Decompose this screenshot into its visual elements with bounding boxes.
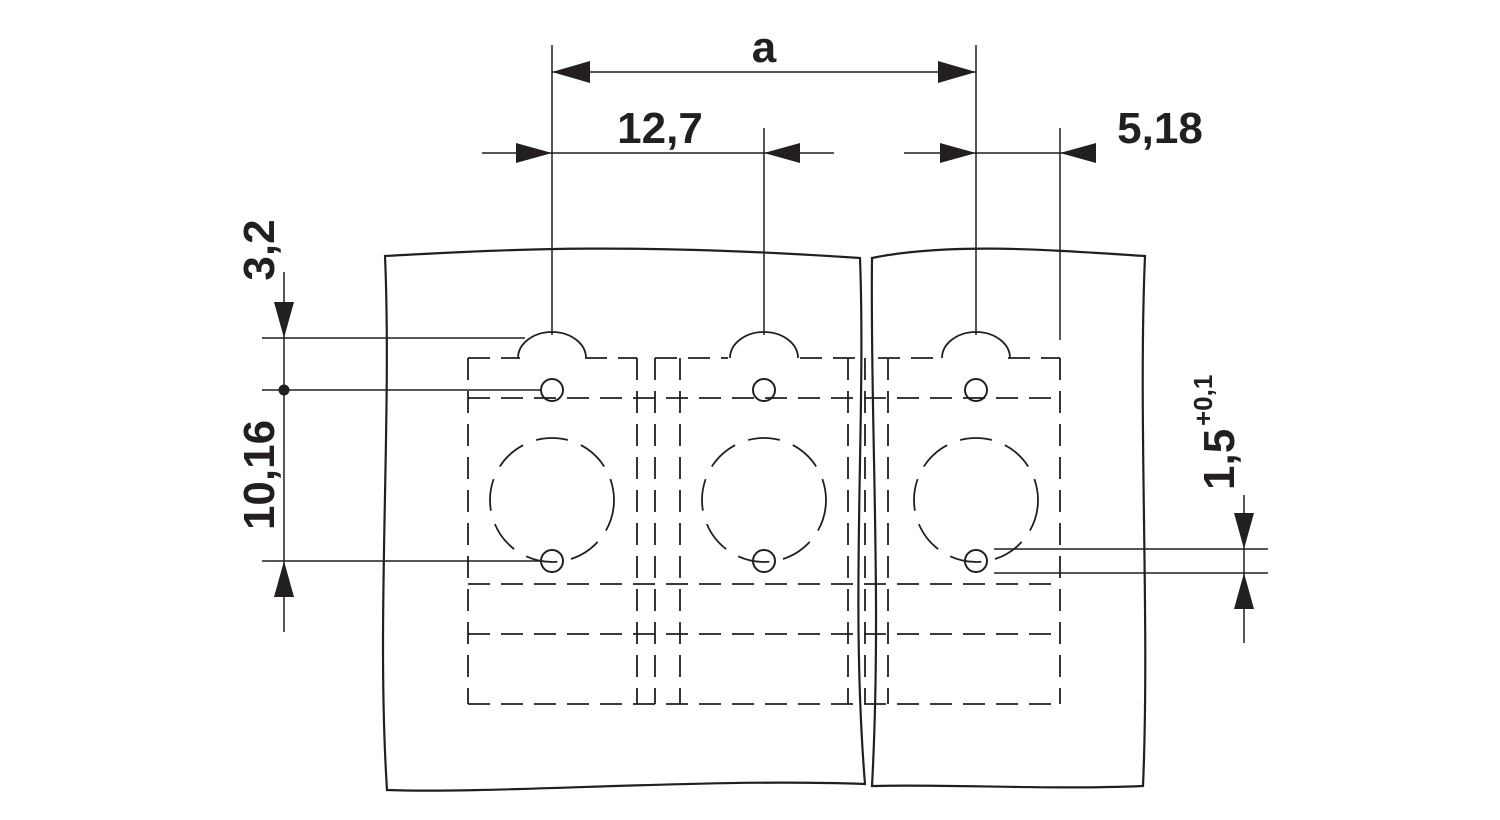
dimension-label-hole: 1,5 +0,1 xyxy=(1188,375,1244,490)
housing-block-right xyxy=(870,247,1147,789)
arrowheads xyxy=(274,61,1254,609)
dimension-label-edge-offset: 5,18 xyxy=(1117,104,1203,153)
wire-entry-1 xyxy=(489,437,615,563)
housing-block-left xyxy=(381,247,867,792)
pin-hole-2b xyxy=(752,549,776,573)
pin-hole-3a xyxy=(964,378,988,402)
pin-hole-3b xyxy=(964,549,988,573)
housing-outline xyxy=(381,247,1147,792)
dimension-label-top-offset: 3,2 xyxy=(235,219,284,280)
pin-holes xyxy=(540,378,988,573)
pin-hole-1a xyxy=(540,378,564,402)
top-notches xyxy=(517,331,1011,359)
pin-hole-1b xyxy=(540,549,564,573)
wire-entry-2 xyxy=(701,437,827,563)
hidden-contours xyxy=(467,357,1061,705)
dimension-label-row-spacing: 10,16 xyxy=(235,420,284,530)
dimension-label-a: a xyxy=(752,23,777,72)
dimension-label-pitch: 12,7 xyxy=(617,104,703,153)
pin-hole-2a xyxy=(752,378,776,402)
dimension-label-hole-diameter: 1,5 xyxy=(1195,429,1244,490)
wire-entry-circles xyxy=(489,437,1039,563)
dimension-label-hole-tolerance: +0,1 xyxy=(1188,375,1218,426)
wire-entry-3 xyxy=(913,437,1039,563)
